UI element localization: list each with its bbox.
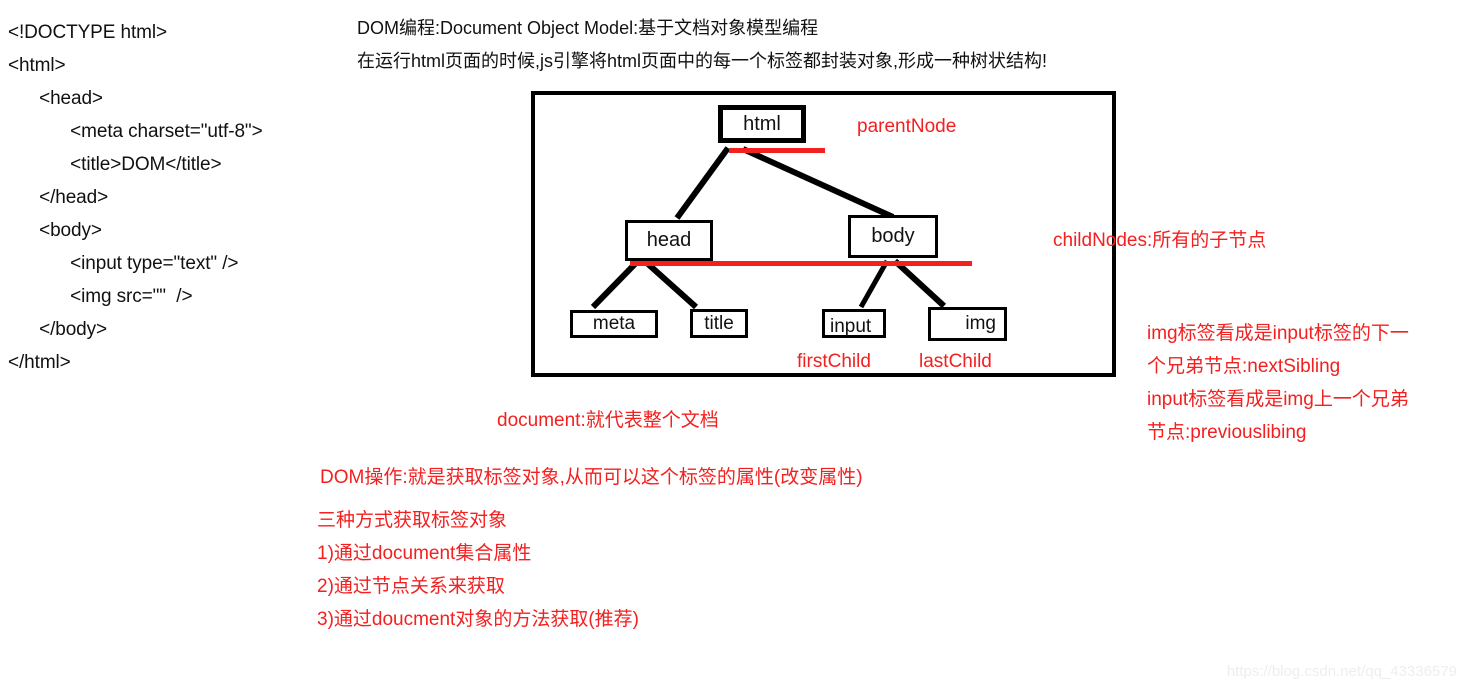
sibling-note-line: input标签看成是img上一个兄弟 (1147, 389, 1409, 410)
tree-node-label: img (965, 313, 996, 334)
tree-node-input: input (822, 309, 886, 338)
ways-list-item: 2)通过节点关系来获取 (317, 576, 505, 597)
note-document: document:就代表整个文档 (497, 410, 719, 431)
tree-node-label: input (830, 315, 872, 337)
code-line: <body> (8, 220, 102, 241)
heading-line-2: 在运行html页面的时候,js引擎将html页面中的每一个标签都封装对象,形成一… (357, 51, 1048, 71)
html-code-listing: <!DOCTYPE html> <html> <head> <meta char… (8, 16, 338, 379)
tree-node-meta: meta (570, 310, 658, 338)
sibling-note-line: 节点:previouslibing (1147, 422, 1307, 443)
code-line: <input type="text" /> (8, 253, 239, 274)
tree-node-html: html (718, 105, 806, 143)
code-line: <head> (8, 88, 103, 109)
parent-node-underline (729, 148, 825, 153)
tree-node-label: title (704, 312, 734, 334)
tree-node-label: meta (592, 313, 636, 334)
tree-node-body: body (848, 215, 938, 258)
ways-list-item: 三种方式获取标签对象 (317, 510, 508, 531)
watermark: https://blog.csdn.net/qq_43336579 (1226, 663, 1457, 680)
annotation-child-nodes: childNodes:所有的子节点 (1053, 230, 1267, 251)
code-line: <!DOCTYPE html> (8, 22, 167, 43)
sibling-note: img标签看成是input标签的下一 个兄弟节点:nextSibling inp… (1147, 317, 1409, 449)
code-line: <img src="" /> (8, 286, 193, 307)
tree-node-label: head (646, 229, 692, 251)
tree-node-img: img (928, 307, 1007, 341)
ways-list-item: 1)通过document集合属性 (317, 543, 532, 564)
code-line: <html> (8, 55, 66, 76)
sibling-note-line: img标签看成是input标签的下一 (1147, 323, 1409, 344)
tree-node-label: body (871, 225, 915, 247)
sibling-note-line: 个兄弟节点:nextSibling (1147, 356, 1341, 377)
code-line: <title>DOM</title> (8, 154, 222, 175)
code-line: </html> (8, 352, 71, 373)
ways-to-get-element-list: 三种方式获取标签对象 1)通过document集合属性 2)通过节点关系来获取 … (317, 504, 639, 636)
tree-node-title: title (690, 309, 748, 338)
ways-list-item: 3)通过doucment对象的方法获取(推荐) (317, 609, 639, 630)
heading-line-1: DOM编程:Document Object Model:基于文档对象模型编程 (357, 18, 819, 38)
code-line: <meta charset="utf-8"> (8, 121, 263, 142)
code-line: </head> (8, 187, 109, 208)
tree-node-label: html (743, 112, 781, 135)
tree-node-head: head (625, 220, 713, 261)
code-line: </body> (8, 319, 108, 340)
annotation-parent-node: parentNode (857, 116, 957, 137)
annotation-last-child: lastChild (919, 351, 992, 372)
child-nodes-underline (630, 261, 972, 266)
note-dom-operation: DOM操作:就是获取标签对象,从而可以这个标签的属性(改变属性) (320, 467, 863, 488)
annotation-first-child: firstChild (797, 351, 871, 372)
